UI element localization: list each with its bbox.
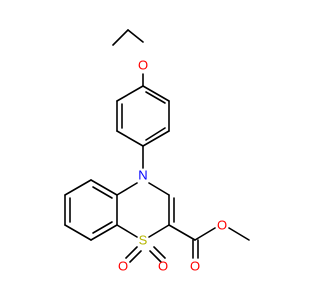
bond-s-c8a <box>116 224 138 238</box>
ester-carbonyl-oxygen-label: O <box>190 259 200 274</box>
molecule-structure-canvas: O N S O O O O <box>64 29 250 274</box>
bond-n-c3 <box>148 182 170 196</box>
bond-phenyl-3 <box>142 130 170 147</box>
sulfonyl-oxygen-left-label: O <box>118 259 128 274</box>
bond-phenyl-6 <box>116 85 144 102</box>
nitrogen-label: N <box>138 168 147 183</box>
bond-s-o-left-2 <box>129 250 142 263</box>
ether-oxygen-label: O <box>138 58 148 73</box>
bond-benzo-inner-1 <box>92 186 113 199</box>
bond-carbonyl-alkoxy-o <box>194 227 216 241</box>
bond-benzo-4 <box>64 224 92 241</box>
bond-ethyl-ch3-ch2 <box>112 29 129 46</box>
bond-c2-carbonyl <box>168 224 196 241</box>
bond-s-o-right-1 <box>149 250 162 263</box>
bond-phenyl-1 <box>142 85 170 102</box>
molecule-structure-diagram: O N S O O O O <box>64 29 250 274</box>
bond-c2-s <box>148 224 170 238</box>
bond-s-o-right-2 <box>153 246 166 259</box>
bond-s-o-left-1 <box>125 246 138 259</box>
bond-ethyl-ch2-o <box>127 29 144 43</box>
bond-benzo-1 <box>90 179 118 196</box>
bond-benzo-5 <box>90 224 118 241</box>
bond-phenyl-inner-2 <box>145 127 166 141</box>
bond-phenyl-4 <box>116 130 144 147</box>
sulfur-label: S <box>139 233 148 248</box>
sulfonyl-oxygen-right-label: O <box>158 259 168 274</box>
bond-benzo-inner-3 <box>92 221 113 234</box>
bond-c4a-n <box>116 182 138 196</box>
ester-alkoxy-oxygen-label: O <box>217 218 227 233</box>
bond-phenyl-inner-1 <box>145 91 166 104</box>
bond-alkoxy-o-methyl <box>228 227 250 241</box>
bond-benzo-2 <box>64 179 92 196</box>
